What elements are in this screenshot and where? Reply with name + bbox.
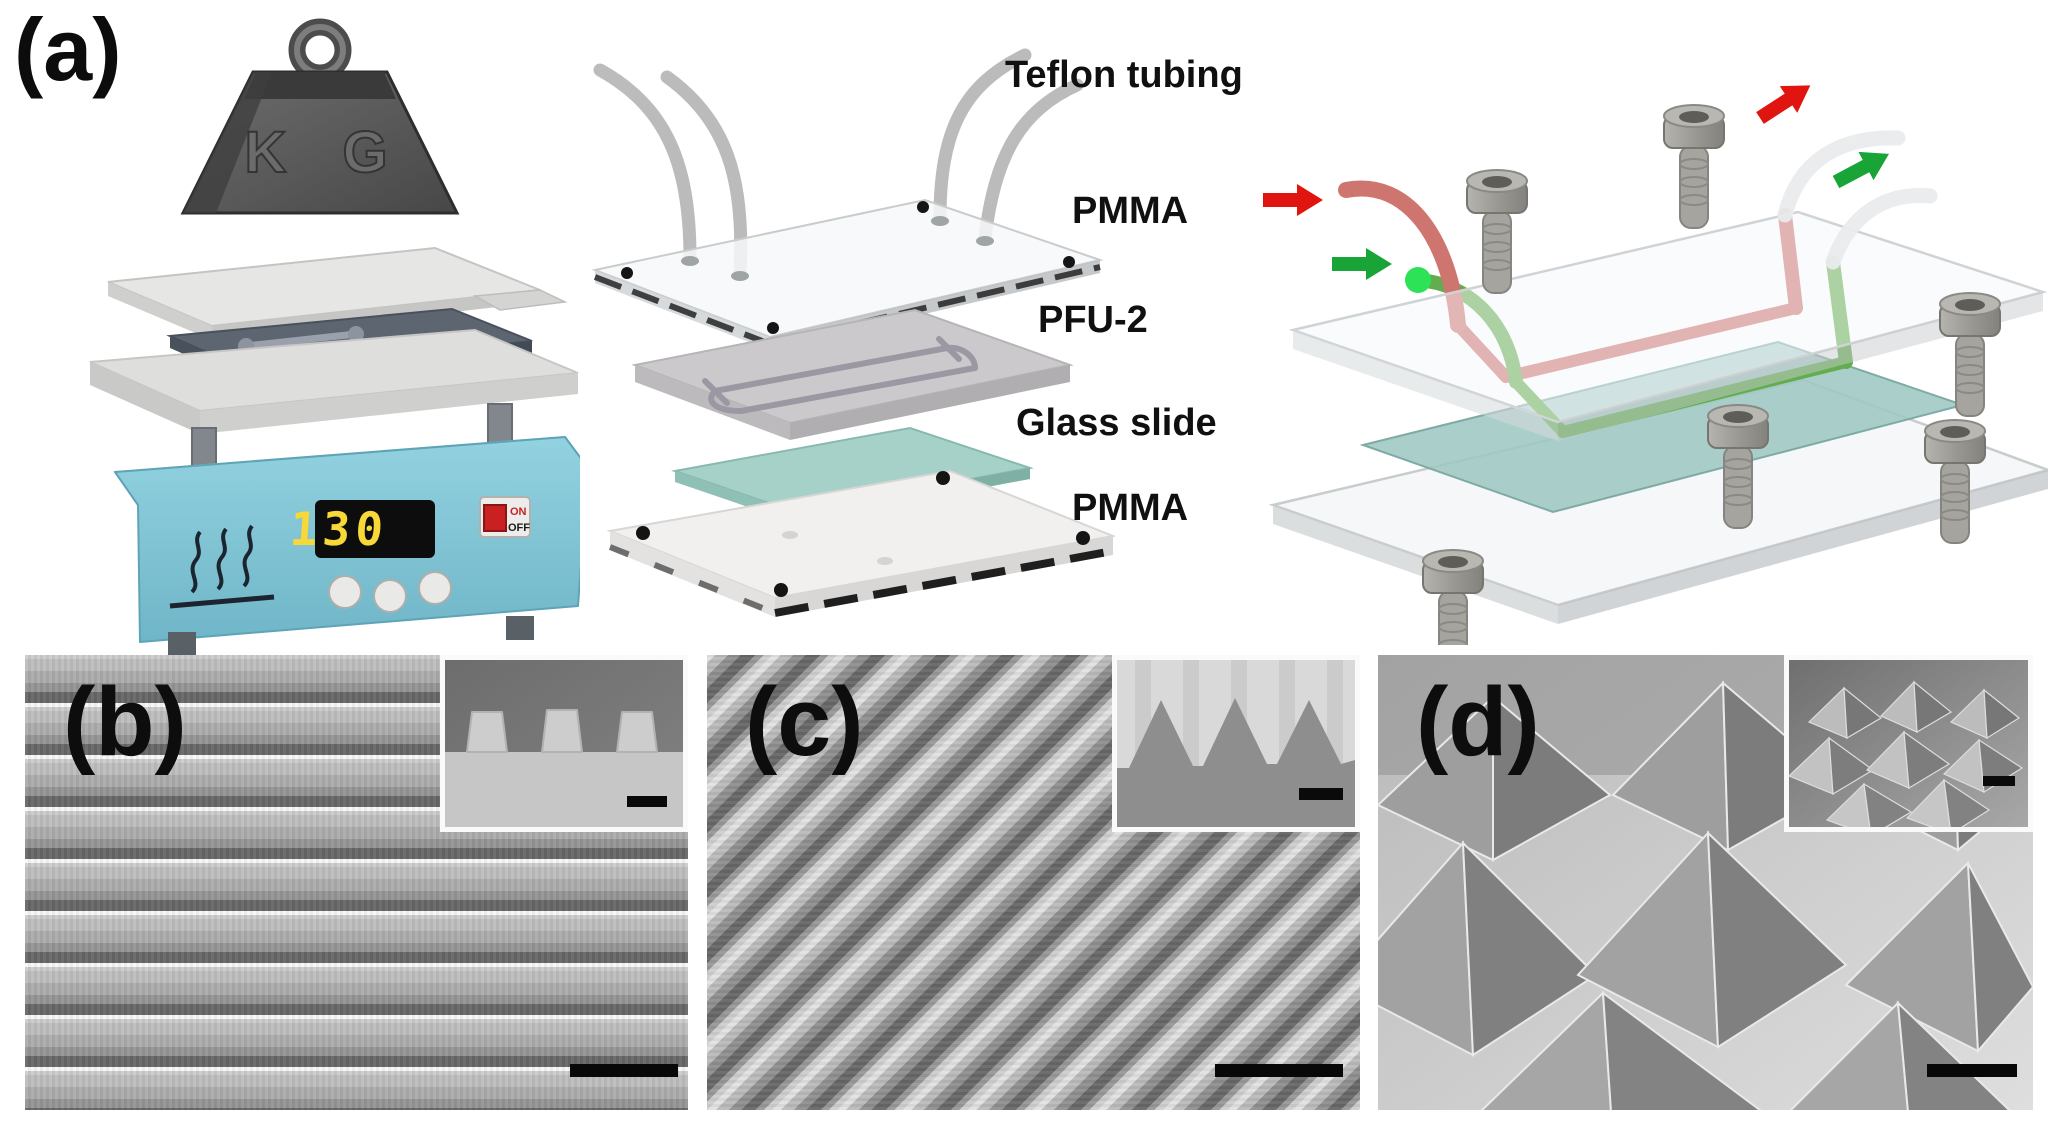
pfu2-right-edge <box>790 365 1070 440</box>
label-teflon-tubing: Teflon tubing <box>1005 54 1243 96</box>
assembled-device-illustration <box>1263 85 2048 645</box>
sem-panel-b: (b) <box>25 655 688 1110</box>
upper-plate-face <box>1288 210 2048 424</box>
green-inlet-arrow-icon <box>1332 248 1392 280</box>
label-pfu2: PFU-2 <box>1038 299 1148 341</box>
power-switch[interactable]: ON OFF <box>479 496 531 538</box>
panel-b-inset-sem <box>445 660 683 827</box>
pyramid <box>1844 860 2033 1054</box>
weight-marking-text: K G <box>244 120 407 185</box>
inset-scalebar <box>627 796 667 807</box>
pmma-bottom-front-edge <box>610 531 775 617</box>
power-button[interactable] <box>483 504 507 532</box>
knob-2[interactable] <box>373 579 407 613</box>
pfu2-channel <box>702 336 978 414</box>
red-inlet-arrow-icon <box>1263 184 1323 216</box>
knob-3[interactable] <box>418 571 452 605</box>
pmma-top-face <box>591 198 1104 339</box>
kg-weight-icon: K G <box>180 18 460 215</box>
green-outlet-tube <box>1825 188 1938 270</box>
pmma-top-corner-holes <box>621 201 1075 334</box>
pmma-bottom-dark-edge <box>774 547 1114 617</box>
pfu2-slab <box>631 308 1074 440</box>
knob-1[interactable] <box>328 575 362 609</box>
panel-c-inset-sem <box>1117 660 1355 827</box>
flow-arrows <box>1263 85 1889 280</box>
hotplate: 130 ON OFF <box>113 435 580 656</box>
screw-front-left <box>1422 549 1484 645</box>
screw-back-mid <box>1663 104 1725 229</box>
carrier-right-edge <box>200 373 578 434</box>
upper-plate-right-edge <box>1558 292 2043 441</box>
panel-c-inset <box>1112 655 1360 832</box>
sem-panel-d: (d) <box>1378 655 2033 1110</box>
sawtooth-cross-section <box>1117 698 1355 827</box>
ridge-bumps <box>466 709 658 753</box>
lid-tab <box>472 289 568 311</box>
device-upper-plate <box>1288 210 2048 441</box>
pyramid <box>1378 840 1598 1057</box>
lower-plate-right-edge <box>1558 470 2048 624</box>
panel-c-label: (c) <box>745 667 864 776</box>
hotplate-foot-left <box>168 632 196 656</box>
pmma-bottom-right-edge <box>775 536 1113 617</box>
pmma-bottom-corner-holes <box>636 471 1090 597</box>
hot-press-illustration: K G <box>89 18 580 656</box>
green-inlet-port <box>1405 267 1431 293</box>
panel-d-inset <box>1784 655 2033 837</box>
screw-right <box>1939 292 2001 417</box>
inset-scalebar <box>1299 788 1343 800</box>
inset-pyramids <box>1787 680 2024 837</box>
pyramid <box>1480 990 1762 1110</box>
pmma-bottom-plate <box>606 469 1115 617</box>
red-outlet-arrow-icon <box>1756 85 1811 124</box>
panel-d-scalebar <box>1927 1064 2017 1077</box>
green-outlet-arrow-icon <box>1832 151 1889 189</box>
pmma-bottom-thru-holes <box>782 531 893 565</box>
label-pmma-top: PMMA <box>1072 190 1189 232</box>
red-outlet-tube <box>1777 130 1906 223</box>
upper-plate-front-edge <box>1293 330 1558 441</box>
panel-b-scalebar <box>570 1064 678 1077</box>
power-off-label: OFF <box>508 522 530 534</box>
tube-4 <box>978 78 1084 245</box>
carrier-plate <box>89 328 579 434</box>
pmma-bottom-dark-edge-left <box>608 544 777 616</box>
panel-b-label: (b) <box>63 667 187 776</box>
sem-panel-c: (c) <box>707 655 1360 1110</box>
panel-c-scalebar <box>1215 1064 1343 1077</box>
temperature-value: 130 <box>288 502 390 556</box>
panel-a-label: (a) <box>14 0 122 99</box>
exploded-stack-illustration <box>591 48 1115 617</box>
screw-back-left <box>1466 169 1528 294</box>
temperature-display <box>315 500 435 558</box>
panel-d-inset-sem <box>1787 660 2028 837</box>
tube-1 <box>593 63 697 265</box>
panel-b-inset <box>440 655 688 832</box>
tube-3 <box>933 48 1032 225</box>
pyramid <box>1576 830 1848 1049</box>
panel-d-label: (d) <box>1416 667 1540 776</box>
inset-scalebar <box>1983 776 2015 786</box>
label-pmma-bottom: PMMA <box>1072 487 1189 529</box>
hotplate-foot-right <box>506 616 534 640</box>
pmma-top-ports <box>681 216 994 281</box>
weight-left-shade <box>183 72 272 213</box>
heat-waves-icon <box>169 524 275 609</box>
power-on-label: ON <box>510 506 527 518</box>
pyramid <box>1378 694 1612 862</box>
lower-plate-front-edge <box>1273 505 1558 624</box>
weight-top-face <box>244 72 396 99</box>
lid-front-edge <box>108 282 212 340</box>
carrier-front-edge <box>90 362 200 434</box>
label-glass-slide: Glass slide <box>1016 402 1217 444</box>
